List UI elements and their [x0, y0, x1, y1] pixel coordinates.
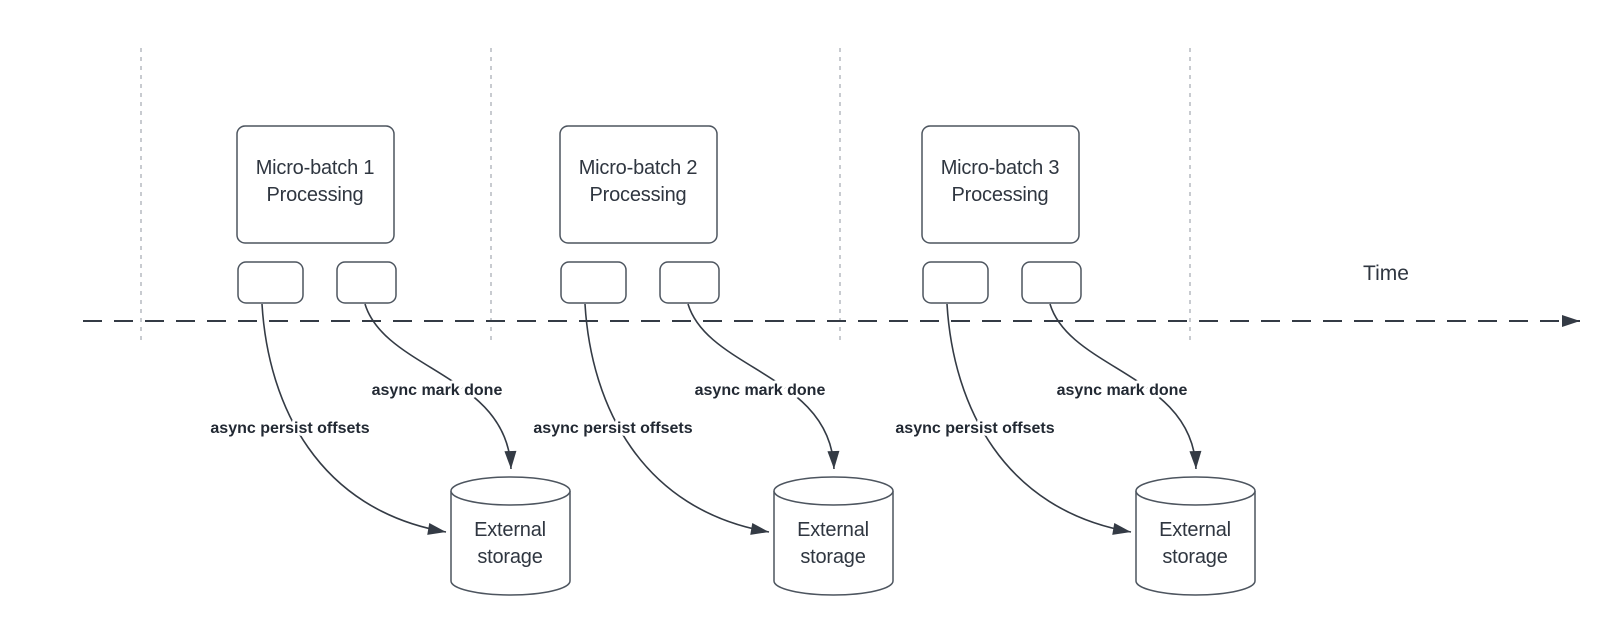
microbatch-title-line1: Micro-batch 2	[579, 157, 698, 179]
storage-label-line2: storage	[800, 546, 865, 568]
offset-task-box	[560, 261, 627, 304]
microbatch-title-line1: Micro-batch 1	[256, 157, 375, 179]
persist-offsets-arrow	[946, 303, 1132, 535]
mark-done-arrow	[1049, 303, 1202, 470]
persist-offsets-label: async persist offsets	[895, 420, 1054, 437]
mark-done-arrow	[687, 303, 840, 470]
time-axis-label: Time	[1363, 262, 1409, 285]
microbatch-title-line1: Micro-batch 3	[941, 157, 1060, 179]
mark-done-arrow	[364, 303, 517, 470]
microbatch-group-1: Micro-batch 1 Processing async persist o…	[207, 125, 571, 596]
mark-done-label: async mark done	[372, 382, 503, 399]
storage-label-line1: External	[1159, 519, 1231, 541]
microbatch-processing-box	[559, 125, 718, 244]
storage-label-line2: storage	[1162, 546, 1227, 568]
external-storage-cylinder: External storage	[1135, 476, 1256, 596]
offset-task-box	[922, 261, 989, 304]
mark-done-label: async mark done	[695, 382, 826, 399]
persist-offsets-arrow	[261, 303, 447, 535]
persist-offsets-arrow	[584, 303, 770, 535]
microbatch-group-2: Micro-batch 2 Processing async persist o…	[530, 125, 894, 596]
storage-label-line1: External	[474, 519, 546, 541]
storage-label-line1: External	[797, 519, 869, 541]
microbatch-title-line2: Processing	[952, 184, 1049, 206]
external-storage-cylinder: External storage	[450, 476, 571, 596]
persist-offsets-label: async persist offsets	[210, 420, 369, 437]
external-storage-cylinder: External storage	[773, 476, 894, 596]
microbatch-processing-box	[236, 125, 395, 244]
microbatch-group-3: Micro-batch 3 Processing async persist o…	[892, 125, 1256, 596]
offset-task-box	[237, 261, 304, 304]
microbatch-title-line2: Processing	[267, 184, 364, 206]
microbatch-title-line2: Processing	[590, 184, 687, 206]
done-task-box	[659, 261, 720, 304]
mark-done-label: async mark done	[1057, 382, 1188, 399]
done-task-box	[336, 261, 397, 304]
persist-offsets-label: async persist offsets	[533, 420, 692, 437]
storage-label-line2: storage	[477, 546, 542, 568]
done-task-box	[1021, 261, 1082, 304]
microbatch-processing-box	[921, 125, 1080, 244]
